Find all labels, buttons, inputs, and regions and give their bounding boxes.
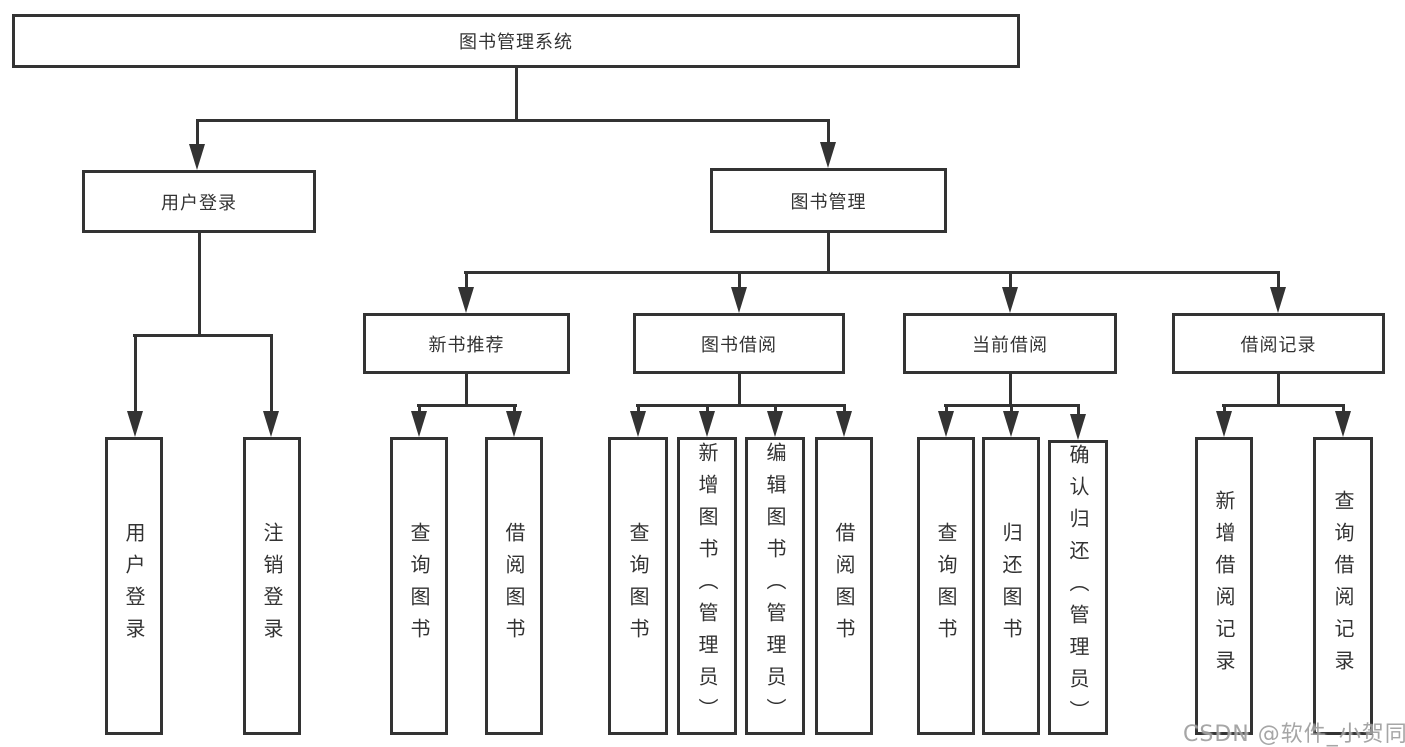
leaf-label: 新增借阅记录 — [1212, 490, 1236, 682]
arrow-to-query-book-2 — [630, 405, 646, 437]
connector-root-stem — [515, 67, 518, 120]
arrow-to-leaf-logout — [263, 335, 279, 437]
leaf-user-login: 用户登录 — [105, 437, 163, 735]
node-book-borrow: 图书借阅 — [633, 313, 845, 374]
connector-book-borrow-bar — [636, 404, 846, 407]
connector-current-borrow-stem — [1009, 374, 1012, 406]
arrow-to-current-borrow — [1002, 272, 1018, 313]
arrow-to-add-borrow-record — [1216, 405, 1232, 437]
arrow-to-query-book-3 — [938, 405, 954, 437]
leaf-label: 编辑图书（管理员） — [763, 442, 787, 730]
node-label: 图书借阅 — [701, 334, 777, 356]
node-library-management-system: 图书管理系统 — [12, 14, 1020, 68]
leaf-label: 借阅图书 — [832, 522, 856, 650]
node-current-borrow: 当前借阅 — [903, 313, 1117, 374]
leaf-edit-book-admin: 编辑图书（管理员） — [745, 437, 805, 735]
arrow-to-new-book-recommend — [458, 272, 474, 313]
csdn-watermark: CSDN @软件_小贺同学 — [1183, 722, 1405, 747]
node-label: 新书推荐 — [428, 334, 505, 356]
leaf-label: 注销登录 — [260, 522, 284, 650]
leaf-return-book: 归还图书 — [982, 437, 1040, 735]
leaf-query-book-recommend: 查询图书 — [390, 437, 448, 735]
arrow-to-add-book — [699, 405, 715, 437]
connector-book-borrow-stem — [738, 374, 741, 406]
leaf-confirm-return-admin: 确认归还（管理员） — [1048, 440, 1108, 735]
connector-new-book-stem — [465, 374, 468, 406]
arrow-to-confirm-return — [1070, 405, 1086, 440]
node-book-management: 图书管理 — [710, 168, 947, 233]
leaf-label: 查询图书 — [407, 522, 431, 650]
leaf-label: 确认归还（管理员） — [1066, 443, 1090, 732]
connector-user-login-stem — [198, 233, 201, 336]
node-borrow-records: 借阅记录 — [1172, 313, 1385, 374]
arrow-to-book-management — [820, 120, 836, 168]
connector-borrow-records-bar — [1222, 404, 1345, 407]
leaf-query-borrow-record: 查询借阅记录 — [1313, 437, 1373, 735]
arrow-to-borrow-book-2 — [836, 405, 852, 437]
node-label: 图书管理 — [790, 191, 867, 213]
leaf-label: 借阅图书 — [502, 522, 526, 650]
leaf-query-book-borrow: 查询图书 — [608, 437, 668, 735]
connector-book-management-stem — [827, 233, 830, 273]
connector-root-bar — [196, 119, 830, 122]
node-label: 图书管理系统 — [459, 32, 573, 53]
arrow-to-edit-book — [767, 405, 783, 437]
leaf-label: 查询图书 — [934, 522, 958, 650]
node-label: 当前借阅 — [972, 334, 1048, 356]
arrow-to-query-borrow-record — [1335, 405, 1351, 437]
node-user-login: 用户登录 — [82, 170, 316, 233]
node-label: 借阅记录 — [1240, 334, 1317, 356]
leaf-logout: 注销登录 — [243, 437, 301, 735]
arrow-to-book-borrow — [731, 272, 747, 313]
leaf-label: 归还图书 — [999, 522, 1023, 650]
arrow-to-borrow-book-1 — [506, 405, 522, 437]
leaf-borrow-book: 借阅图书 — [815, 437, 873, 735]
leaf-label: 查询图书 — [626, 522, 650, 650]
leaf-add-borrow-record: 新增借阅记录 — [1195, 437, 1253, 735]
arrow-to-leaf-user-login — [127, 335, 143, 437]
leaf-label: 查询借阅记录 — [1331, 490, 1355, 682]
arrow-to-user-login — [189, 120, 205, 170]
leaf-add-book-admin: 新增图书（管理员） — [677, 437, 737, 735]
connector-new-book-bar — [417, 404, 517, 407]
arrow-to-return-book — [1003, 405, 1019, 437]
leaf-label: 新增图书（管理员） — [695, 442, 719, 730]
leaf-borrow-book-recommend: 借阅图书 — [485, 437, 543, 735]
node-label: 用户登录 — [161, 192, 237, 214]
arrow-to-query-book-1 — [411, 405, 427, 437]
arrow-to-borrow-records — [1270, 272, 1286, 313]
connector-book-management-bar — [464, 271, 1280, 274]
leaf-query-book-current: 查询图书 — [917, 437, 975, 735]
connector-borrow-records-stem — [1277, 374, 1280, 406]
leaf-label: 用户登录 — [122, 522, 146, 650]
connector-user-login-bar — [133, 334, 273, 337]
node-new-book-recommend: 新书推荐 — [363, 313, 570, 374]
